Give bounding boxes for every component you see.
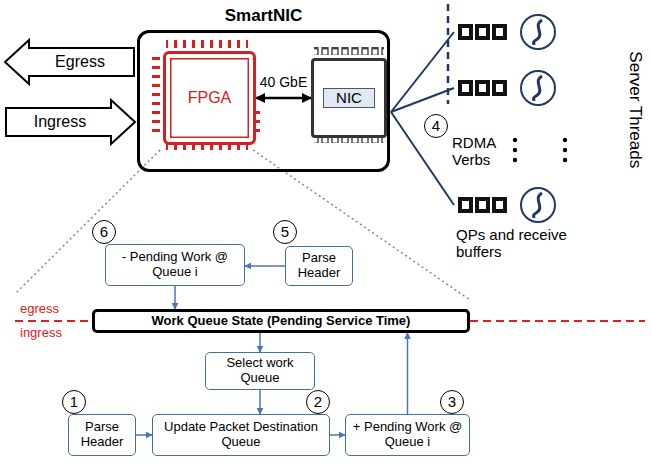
callout-number: 1	[62, 390, 86, 414]
callout-text: 2	[314, 393, 322, 410]
node-text: Work Queue State (Pending Service Time)	[152, 314, 411, 329]
callout-number: 2	[306, 390, 330, 414]
dot	[513, 148, 517, 152]
node-text: + Pending Work @ Queue i	[350, 420, 465, 450]
connector	[407, 333, 409, 414]
callout-text: 4	[432, 117, 440, 134]
server-thread	[521, 15, 555, 49]
process-box: Update Packet Destination Queue	[152, 414, 330, 456]
rdma-link	[391, 32, 454, 112]
dot	[513, 138, 517, 142]
nic-chip: NIC	[311, 58, 387, 138]
threads-label: Server Threads	[625, 10, 645, 210]
process-box: Select work Queue	[205, 352, 315, 390]
process-box: - Pending Work @ Queue i	[105, 244, 245, 286]
callout-text: 6	[100, 223, 108, 240]
region-label: egress	[20, 302, 59, 317]
connector	[259, 390, 261, 414]
arrow-outline	[6, 100, 135, 144]
callout-number: 6	[92, 220, 116, 244]
region-label: ingress	[20, 326, 62, 341]
connector	[136, 434, 152, 436]
process-box: Parse Header	[285, 246, 353, 286]
state-box: Work Queue State (Pending Service Time)	[92, 309, 470, 333]
smartnic-card: SmartNICFPGANIC	[137, 30, 390, 172]
server-thread	[521, 188, 555, 222]
node-text: Update Packet Destination Queue	[157, 420, 325, 450]
node-text: Select work Queue	[210, 356, 310, 386]
callout-text: 3	[448, 393, 456, 410]
fpga-pins	[166, 40, 248, 48]
node-text: - Pending Work @ Queue i	[110, 250, 240, 280]
process-box: Parse Header	[68, 414, 136, 456]
connector	[330, 434, 345, 436]
card-title: SmartNIC	[140, 6, 387, 26]
node-text: Parse Header	[73, 420, 131, 450]
node-text: Parse Header	[290, 251, 348, 281]
ingress-arrow: Ingress	[5, 100, 135, 144]
connector	[174, 286, 176, 309]
connector	[259, 333, 261, 352]
rdma-link	[391, 112, 454, 205]
connector-label: 40 GbE	[259, 74, 308, 90]
dot	[563, 158, 567, 162]
egress-arrow: Egress	[5, 40, 135, 84]
callout-number: 5	[273, 220, 297, 244]
interface-label: RDMA Verbs	[452, 134, 512, 169]
process-box: + Pending Work @ Queue i	[345, 414, 470, 456]
fpga-chip: FPGA	[163, 51, 256, 145]
rdma-link	[391, 88, 454, 112]
queue-pair	[458, 80, 507, 96]
fpga-pins	[152, 55, 160, 137]
callout-number: 3	[440, 390, 464, 414]
node-text: FPGA	[188, 89, 232, 107]
rdma-links	[391, 32, 454, 205]
node-text: Egress	[55, 53, 105, 71]
queue-pair	[458, 197, 507, 213]
queue-label: QPs and receive buffers	[456, 226, 596, 261]
node-text: Ingress	[34, 113, 86, 131]
queue-pair	[458, 24, 507, 40]
dot	[513, 158, 517, 162]
connector	[245, 265, 285, 267]
ellipsis-dots	[513, 138, 567, 162]
dot	[563, 148, 567, 152]
dot	[563, 138, 567, 142]
nic-pins	[314, 47, 384, 55]
connector	[256, 97, 311, 100]
server-thread	[521, 71, 555, 105]
zoom-line	[253, 150, 470, 300]
arrow-outline	[5, 40, 134, 84]
callout-text: 5	[281, 223, 289, 240]
callout-text: 1	[70, 393, 78, 410]
node-text: NIC	[323, 88, 375, 107]
callout-number: 4	[424, 114, 448, 138]
